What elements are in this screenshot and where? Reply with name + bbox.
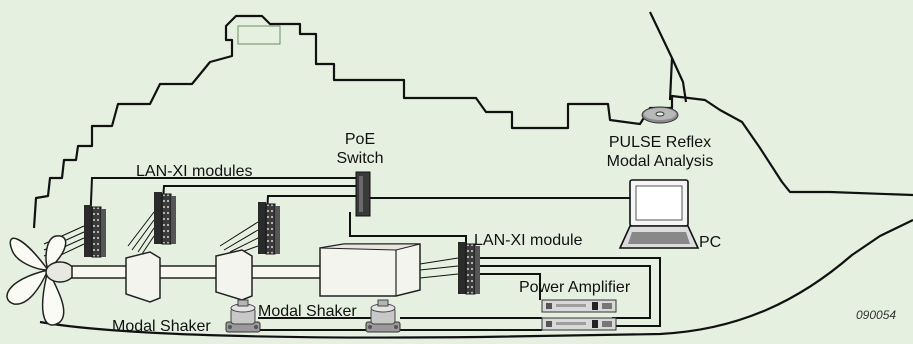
- label-pulse-reflex: PULSE Reflex: [608, 134, 712, 151]
- lanxi-module-icon: [257, 201, 281, 255]
- label-lanxi-module: LAN-XI module: [474, 232, 583, 249]
- bridge-window: [237, 25, 281, 45]
- modal-shaker-icon: [365, 299, 401, 333]
- laptop-icon: [618, 179, 700, 249]
- label-poe-switch-line1: PoE: [344, 131, 376, 148]
- lanxi-module-icon: [153, 191, 177, 245]
- label-pc: PC: [699, 234, 722, 251]
- cables: [89, 177, 661, 331]
- poe-switch-icon: [355, 171, 371, 217]
- propeller-icon: [6, 235, 75, 326]
- label-lanxi-modules: LAN-XI modules: [136, 163, 253, 180]
- label-figure-code: 090054: [856, 308, 897, 322]
- ship-hull-outline: [32, 11, 913, 339]
- power-amplifier-icon: [541, 299, 617, 331]
- label-modal-analysis: Modal Analysis: [606, 153, 714, 170]
- cd-disc-icon: [641, 106, 679, 124]
- modal-shaker-icon: [225, 299, 261, 333]
- label-poe-switch-line2: Switch: [336, 150, 384, 167]
- label-modal-shaker-1: Modal Shaker: [112, 318, 211, 335]
- label-power-amplifier: Power Amplifier: [519, 279, 631, 296]
- propeller-shaft: [71, 243, 421, 303]
- label-modal-shaker-2: Modal Shaker: [258, 303, 357, 320]
- lanxi-module-icon: [83, 204, 107, 258]
